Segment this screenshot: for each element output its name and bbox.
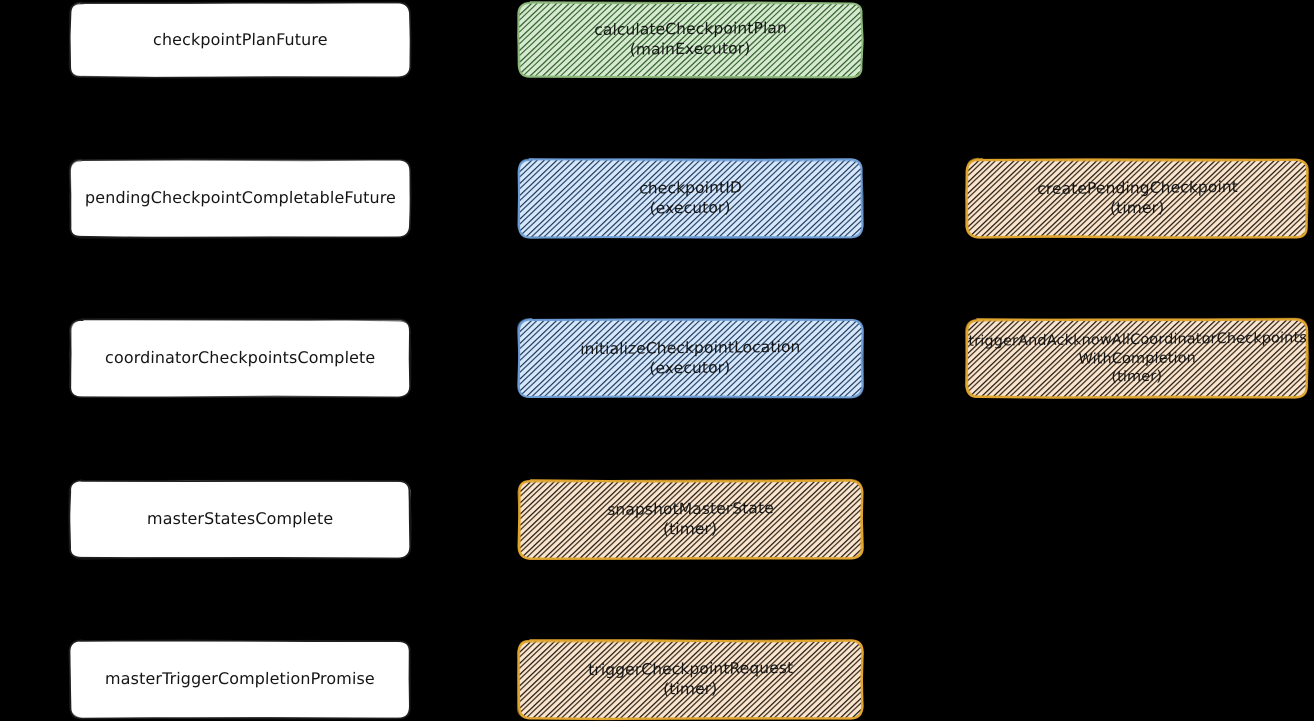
node-coordinator-checkpoints-complete[interactable]: coordinatorCheckpointsComplete — [67, 317, 413, 400]
node-label-create-pending-checkpoint: createPendingCheckpoint (timer) — [1036, 177, 1238, 217]
node-label-checkpoint-plan-future: checkpointPlanFuture — [152, 29, 328, 49]
node-master-trigger-completion-promise[interactable]: masterTriggerCompletionPromise — [67, 638, 413, 721]
node-label-trigger-checkpoint-request: triggerCheckpointRequest (timer) — [588, 658, 794, 698]
node-calculate-checkpoint-plan[interactable]: calculateCheckpointPlan (mainExecutor) — [516, 0, 865, 80]
node-label-pending-checkpoint-completable-future: pendingCheckpointCompletableFuture — [84, 188, 396, 208]
node-label-calculate-checkpoint-plan: calculateCheckpointPlan (mainExecutor) — [594, 19, 788, 59]
node-label-coordinator-checkpoints-complete: coordinatorCheckpointsComplete — [104, 348, 376, 368]
node-snapshot-master-state[interactable]: snapshotMasterState (timer) — [516, 478, 865, 561]
node-label-master-states-complete: masterStatesComplete — [146, 509, 334, 529]
node-label-master-trigger-completion-promise: masterTriggerCompletionPromise — [104, 669, 376, 689]
node-initialize-checkpoint-location[interactable]: initializeCheckpointLocation (executor) — [516, 317, 865, 400]
node-trigger-checkpoint-request[interactable]: triggerCheckpointRequest (timer) — [516, 638, 865, 721]
node-label-snapshot-master-state: snapshotMasterState (timer) — [607, 498, 775, 538]
node-checkpoint-id[interactable]: checkpointID (executor) — [516, 157, 865, 240]
node-label-trigger-and-ack-coordinator-checkpoints: triggerAndAckknowAllCoordinatorCheckpoin… — [968, 329, 1307, 386]
node-create-pending-checkpoint[interactable]: createPendingCheckpoint (timer) — [964, 157, 1310, 240]
node-trigger-and-ack-coordinator-checkpoints[interactable]: triggerAndAckknowAllCoordinatorCheckpoin… — [964, 317, 1310, 400]
node-pending-checkpoint-completable-future[interactable]: pendingCheckpointCompletableFuture — [67, 157, 413, 240]
node-master-states-complete[interactable]: masterStatesComplete — [67, 478, 413, 561]
node-label-initialize-checkpoint-location: initializeCheckpointLocation (executor) — [580, 337, 802, 377]
node-checkpoint-plan-future[interactable]: checkpointPlanFuture — [67, 0, 413, 80]
node-label-checkpoint-id: checkpointID (executor) — [639, 178, 743, 217]
